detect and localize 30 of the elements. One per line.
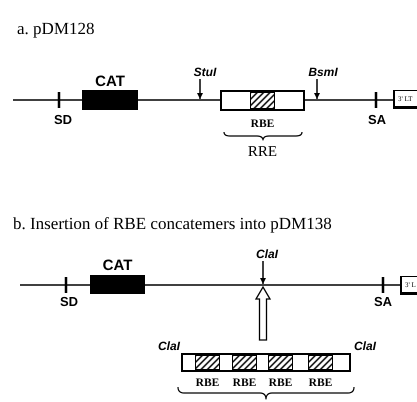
dna-line (305, 99, 393, 101)
site-label: ClaI (354, 340, 376, 353)
dna-line (20, 284, 90, 286)
pointer-arrow (260, 261, 266, 284)
segment-label: RBE (250, 118, 274, 130)
ltr-box (393, 90, 417, 109)
site-label: ClaI (256, 248, 278, 261)
ltr-box (400, 276, 417, 295)
dna-line (13, 99, 82, 101)
element-label: RRE (248, 144, 278, 160)
segment-label: RBE (308, 377, 332, 389)
gene-label: CAT (102, 258, 132, 274)
splice-site-label: SA (368, 113, 386, 127)
site-label: ClaI (158, 340, 180, 353)
panel-title: a. pDM128 (17, 19, 94, 39)
panel-title: b. Insertion of RBE concatemers into pDM138 (13, 214, 332, 234)
splice-site-label: SD (60, 295, 78, 309)
site-label: BsmI (308, 66, 338, 79)
splice-site-label: SA (374, 295, 392, 309)
splice-site-label: SD (54, 113, 72, 127)
pointer-arrow (197, 79, 203, 99)
dna-line (145, 284, 400, 286)
segment-label: RBE (268, 377, 292, 389)
segment-label: RBE (232, 377, 256, 389)
dna-line (138, 99, 220, 101)
pointer-arrow (314, 79, 320, 99)
site-label: StuI (194, 66, 216, 79)
segment-label: RBE (196, 377, 220, 389)
hollow-arrow (254, 286, 272, 341)
gene-label: CAT (95, 74, 125, 90)
